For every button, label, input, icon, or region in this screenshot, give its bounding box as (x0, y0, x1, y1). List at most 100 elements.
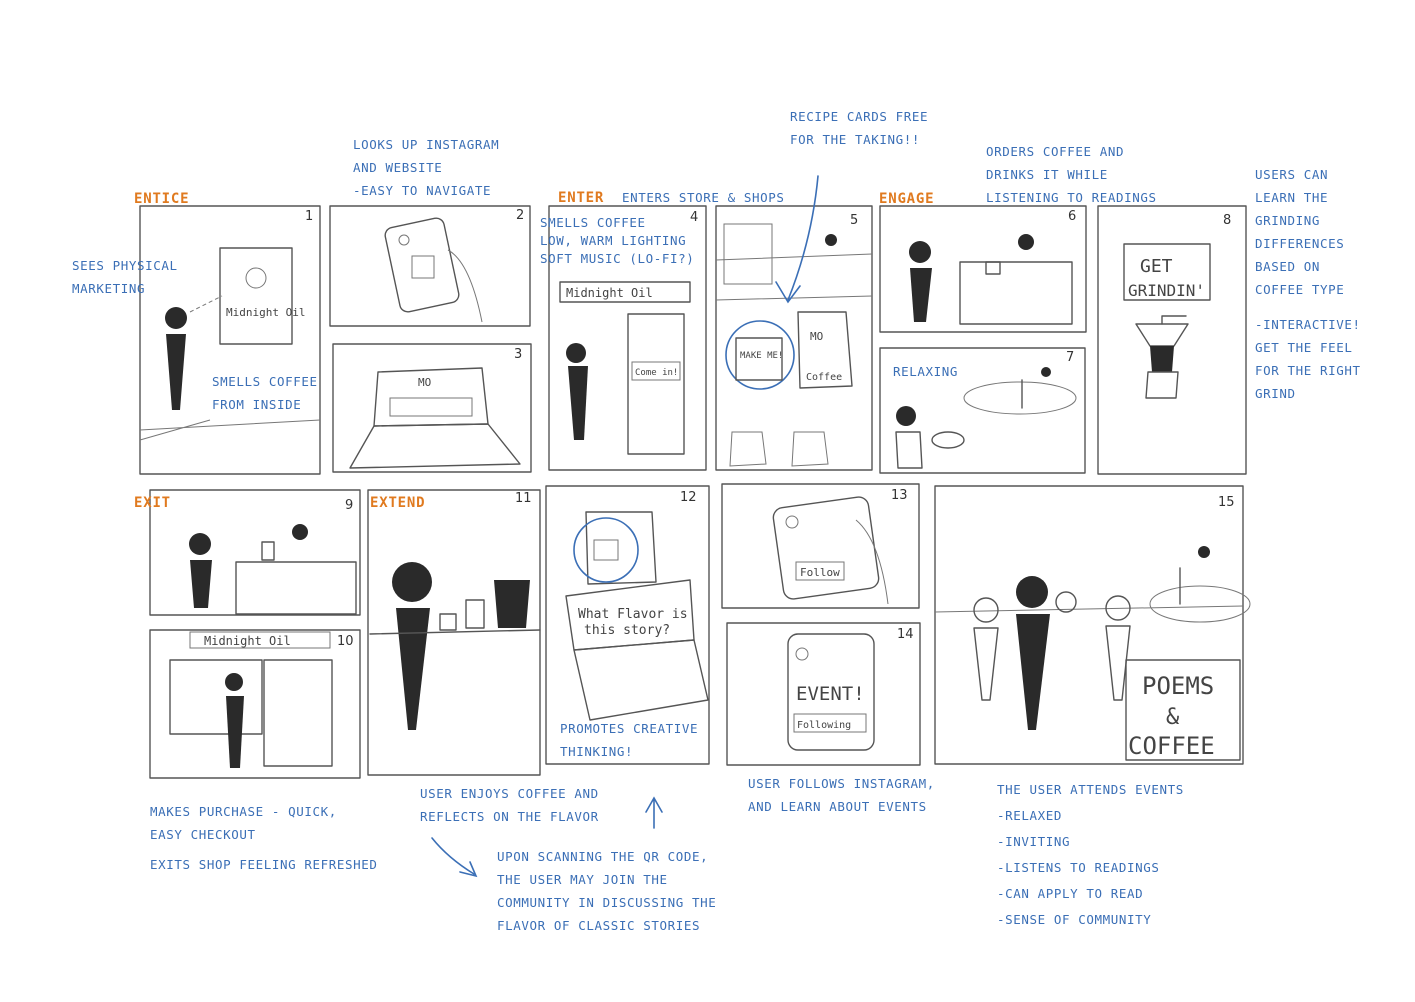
chair (896, 432, 922, 468)
stage-label-entice: ENTICE (134, 191, 189, 207)
store-door (628, 314, 684, 454)
phone (384, 217, 461, 314)
note-scanning: UPON SCANNING THE QR CODE, THE USER MAY … (497, 845, 716, 937)
barista-head (1018, 234, 1034, 250)
grind-sign-line-2: GRINDIN' (1128, 281, 1205, 300)
panel-number-10: 10 (337, 634, 354, 649)
exit-door (264, 660, 332, 766)
figure-head (165, 307, 187, 329)
note-promotes: PROMOTES CREATIVE THINKING! (560, 717, 698, 763)
panel-number-15: 15 (1218, 495, 1235, 510)
follow-button-text: Follow (800, 566, 840, 579)
figure-head (566, 343, 586, 363)
note-enters-store: ENTERS STORE & SHOPS (622, 186, 785, 209)
panel-number-11: 11 (515, 491, 532, 506)
stage-label-exit: EXIT (134, 495, 171, 511)
figure-head (896, 406, 916, 426)
panel-9-sketch (189, 524, 356, 614)
figure-body (190, 560, 212, 608)
panel-number-8: 8 (1223, 213, 1231, 228)
panel-2-frame (330, 206, 530, 326)
counter (236, 562, 356, 614)
note-interactive: -INTERACTIVE! GET THE FEEL FOR THE RIGHT… (1255, 313, 1361, 405)
note-smells-inside: SMELLS COFFEE LOW, WARM LIGHTING SOFT MU… (540, 214, 694, 268)
phone-avatar-icon (786, 516, 798, 528)
audience-head (974, 598, 998, 622)
stage-label-engage: ENGAGE (879, 191, 934, 207)
user-body (1016, 614, 1050, 730)
figure-head (225, 673, 243, 691)
panel-number-3: 3 (514, 347, 522, 362)
note-follows: USER FOLLOWS INSTAGRAM, AND LEARN ABOUT … (748, 772, 935, 818)
window (170, 660, 262, 734)
bag-label: Coffee (806, 372, 842, 383)
up-arrow (646, 798, 662, 828)
barista-head (825, 234, 837, 246)
speaker-head (1198, 546, 1210, 558)
note-looks-up: LOOKS UP INSTAGRAM AND WEBSITE -EASY TO … (353, 133, 499, 202)
poems-sign-line-2: & (1166, 705, 1180, 730)
panel-number-7: 7 (1066, 350, 1074, 365)
panel-5-sketch: MAKE ME! MO Coffee (716, 224, 872, 466)
floor-line (935, 606, 1243, 612)
note-purchase: MAKES PURCHASE - QUICK, EASY CHECKOUT (150, 800, 337, 846)
figure-body (226, 696, 244, 768)
stage (964, 382, 1076, 414)
exit-sign-text: Midnight Oil (204, 634, 291, 648)
grind-sign-line-1: GET (1140, 256, 1173, 277)
figure-head (909, 241, 931, 263)
bag-logo: MO (810, 330, 823, 343)
annotation-arrows (432, 176, 818, 876)
laptop-logo: MO (418, 376, 431, 389)
note-orders-coffee: ORDERS COFFEE AND DRINKS IT WHILE LISTEN… (986, 140, 1157, 209)
laptop-question-line-2: this story? (584, 623, 670, 638)
note-recipe-cards: RECIPE CARDS FREE FOR THE TAKING!! (790, 105, 928, 151)
qr-highlight-circle (574, 518, 638, 582)
qr-code-icon (594, 540, 618, 560)
stage-label-enter: ENTER (558, 190, 604, 206)
grinder-handle (1162, 316, 1186, 324)
phone-avatar-icon (796, 648, 808, 660)
laptop-gallery (390, 398, 472, 416)
cup-icon (986, 262, 1000, 274)
poems-sign-line-1: POEMS (1142, 672, 1214, 700)
poster-text: Midnight Oil (226, 306, 305, 319)
figure-body (910, 268, 932, 322)
panel-3-sketch: MO (350, 368, 520, 468)
panel-10-sketch: Midnight Oil (170, 632, 332, 768)
panel-11-sketch (370, 562, 540, 730)
panel-2-sketch (384, 217, 482, 322)
panel-number-6: 6 (1068, 209, 1076, 224)
panel-3-frame (333, 344, 531, 472)
scan-arrow (432, 838, 476, 876)
figure-body (568, 366, 588, 440)
panel-number-12: 12 (680, 490, 697, 505)
panel-number-1: 1 (305, 209, 313, 224)
panel-15-sketch: POEMS & COFFEE (935, 546, 1250, 760)
panel-number-5: 5 (850, 213, 858, 228)
note-smells-outside: SMELLS COFFEE FROM INSIDE (212, 370, 318, 416)
panel-number-14: 14 (897, 627, 914, 642)
counter (960, 262, 1072, 324)
coffee-bag (262, 542, 274, 560)
figure-head (392, 562, 432, 602)
phone-post-image (412, 256, 434, 278)
note-enjoys: USER ENJOYS COFFEE AND REFLECTS ON THE F… (420, 782, 599, 828)
note-sees-marketing: SEES PHYSICAL MARKETING (72, 254, 178, 300)
panel-6-sketch (909, 234, 1072, 324)
grinder-base (1146, 372, 1178, 398)
phone-avatar-icon (399, 235, 409, 245)
grinder-top (1136, 324, 1188, 346)
panel-number-2: 2 (516, 208, 524, 223)
table (932, 432, 964, 448)
panel-number-13: 13 (891, 488, 908, 503)
poster-jar-icon (246, 268, 266, 288)
grinder (494, 580, 530, 628)
poems-sign-line-3: COFFEE (1128, 732, 1215, 760)
stage (1150, 586, 1250, 622)
laptop-keyboard (574, 640, 708, 720)
panel-13-sketch: Follow (772, 496, 888, 604)
panel-9-frame (150, 490, 360, 615)
door-sign-text: Come in! (635, 368, 678, 378)
note-attends: THE USER ATTENDS EVENTS -RELAXED -INVITI… (997, 777, 1184, 933)
